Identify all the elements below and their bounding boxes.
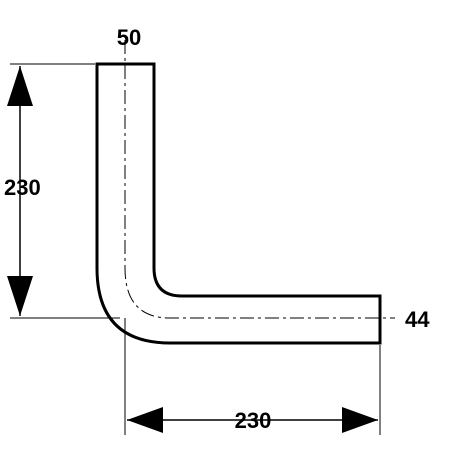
arrowhead-up bbox=[7, 66, 33, 106]
centerline bbox=[124, 40, 395, 319]
pipe-outline bbox=[95, 62, 382, 345]
dimension-label-horizontal-width: 44 bbox=[405, 307, 430, 332]
dimension-label-horizontal-length: 230 bbox=[235, 408, 272, 433]
arrowhead-down bbox=[7, 276, 33, 316]
arrowhead-right bbox=[342, 407, 378, 433]
arrowhead-left bbox=[127, 407, 163, 433]
dimension-label-pipe-width: 50 bbox=[117, 25, 141, 50]
dimension-label-vertical-length: 230 bbox=[4, 175, 41, 200]
